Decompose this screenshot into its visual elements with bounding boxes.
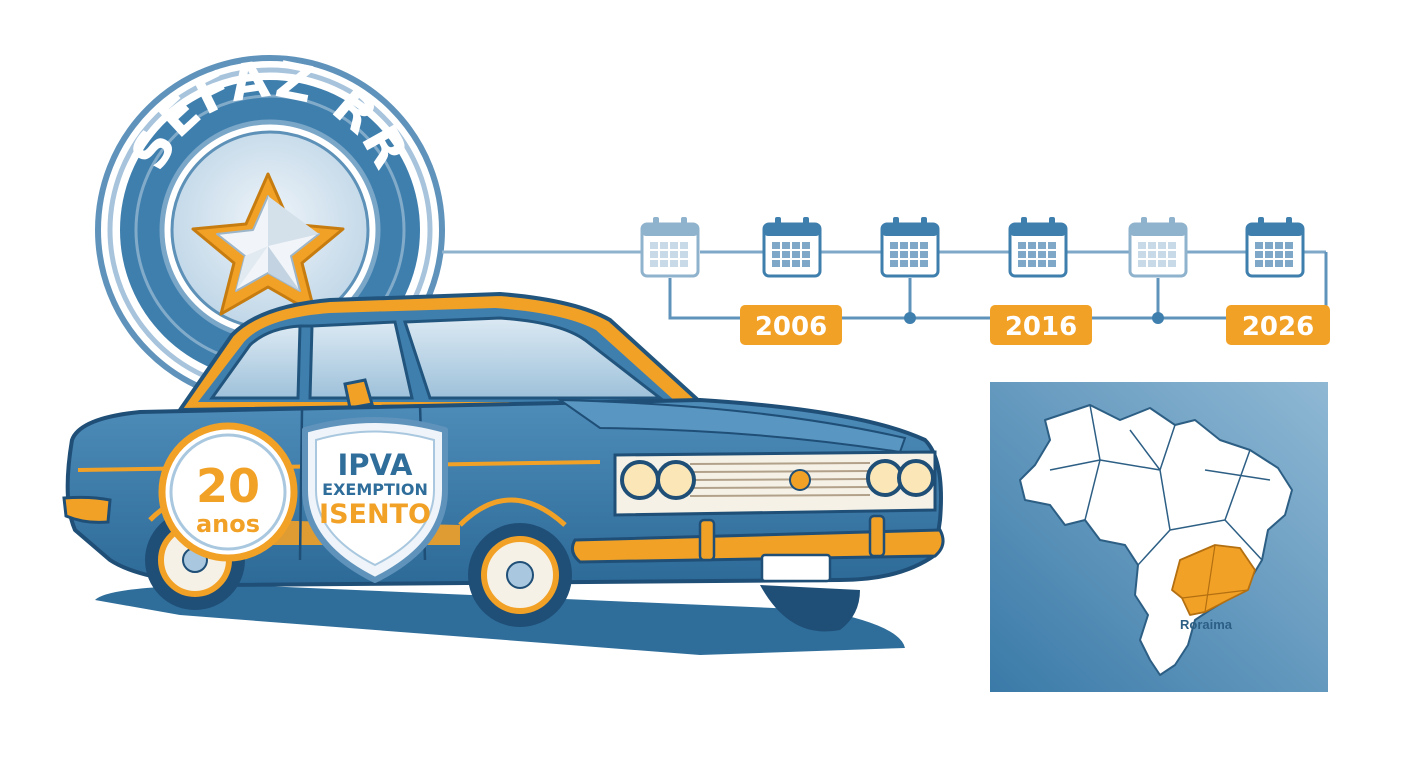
year-label-2026: 2026 bbox=[1226, 305, 1330, 345]
svg-text:2006: 2006 bbox=[755, 312, 827, 342]
svg-text:2016: 2016 bbox=[1005, 312, 1077, 342]
calendar-icon bbox=[1245, 217, 1305, 278]
year-label-2016: 2016 bbox=[990, 305, 1092, 345]
timeline: 2006 2016 2026 bbox=[640, 217, 1330, 345]
calendar-icon bbox=[640, 217, 700, 278]
shield-line-2: EXEMPTION bbox=[322, 480, 428, 499]
calendar-icon bbox=[1008, 217, 1068, 278]
highlighted-region bbox=[1171, 544, 1256, 616]
calendar-icon bbox=[1128, 217, 1188, 278]
headlights bbox=[620, 459, 935, 500]
calendar-icon bbox=[762, 217, 822, 278]
shield-line-3: ISENTO bbox=[319, 499, 431, 530]
circle-badge: 20 anos bbox=[158, 422, 298, 562]
badge-unit: anos bbox=[196, 510, 260, 538]
shield-line-1: IPVA bbox=[338, 448, 414, 482]
calendar-icon bbox=[880, 217, 940, 278]
map-label: Roraima bbox=[1180, 617, 1233, 632]
front-wheel bbox=[468, 523, 572, 627]
car-illustration bbox=[62, 292, 945, 655]
svg-text:2026: 2026 bbox=[1242, 312, 1314, 342]
brazil-map: Roraima bbox=[990, 382, 1328, 692]
shield-badge: IPVA EXEMPTION ISENTO bbox=[302, 417, 448, 583]
badge-number: 20 bbox=[196, 459, 260, 513]
star-icon bbox=[191, 172, 345, 316]
year-label-2006: 2006 bbox=[740, 305, 842, 345]
